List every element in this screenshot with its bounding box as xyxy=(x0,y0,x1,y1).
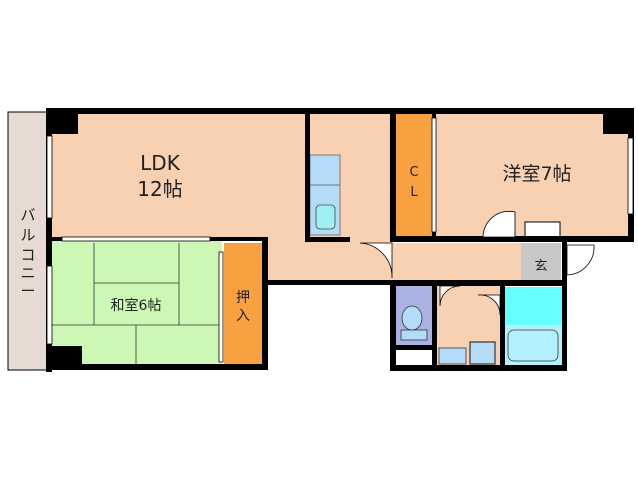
toilet-icon xyxy=(401,305,423,331)
closet-label-2: L xyxy=(410,185,418,200)
ldk-room xyxy=(48,110,394,240)
tatami-lines xyxy=(50,243,222,368)
washbasin-icon xyxy=(438,347,467,365)
washitsu-label: 和室6帖 xyxy=(111,297,162,314)
kitchen-sink-icon xyxy=(315,204,336,230)
ldk-name: LDK xyxy=(140,151,181,175)
windows xyxy=(46,117,634,363)
oshiire-closet xyxy=(224,243,262,366)
genkan-label: 玄 xyxy=(534,259,547,274)
balcony-label-4: ニ xyxy=(20,264,35,282)
oshiire-label-2: 入 xyxy=(236,308,250,324)
youshitsu-label: 洋室7帖 xyxy=(502,163,571,185)
oshiire-label-1: 押 xyxy=(236,290,250,306)
bathtub-icon xyxy=(507,329,559,362)
washing-machine-icon xyxy=(469,341,496,365)
balcony-label-3: コ xyxy=(20,246,35,264)
storage-shelf xyxy=(396,350,432,365)
youshitsu-room xyxy=(436,114,628,238)
closet-label-1: C xyxy=(409,165,418,180)
balcony-label-1: バ xyxy=(20,206,35,224)
ldk-size: 12帖 xyxy=(137,177,182,201)
hallway xyxy=(394,243,522,281)
balcony-label-2: ル xyxy=(20,226,35,244)
balcony-label-5: ー xyxy=(20,282,35,300)
closet-cl xyxy=(396,114,432,238)
genkan xyxy=(521,243,561,281)
balcony xyxy=(7,111,49,371)
bath-room xyxy=(505,287,562,325)
doors xyxy=(359,210,595,316)
